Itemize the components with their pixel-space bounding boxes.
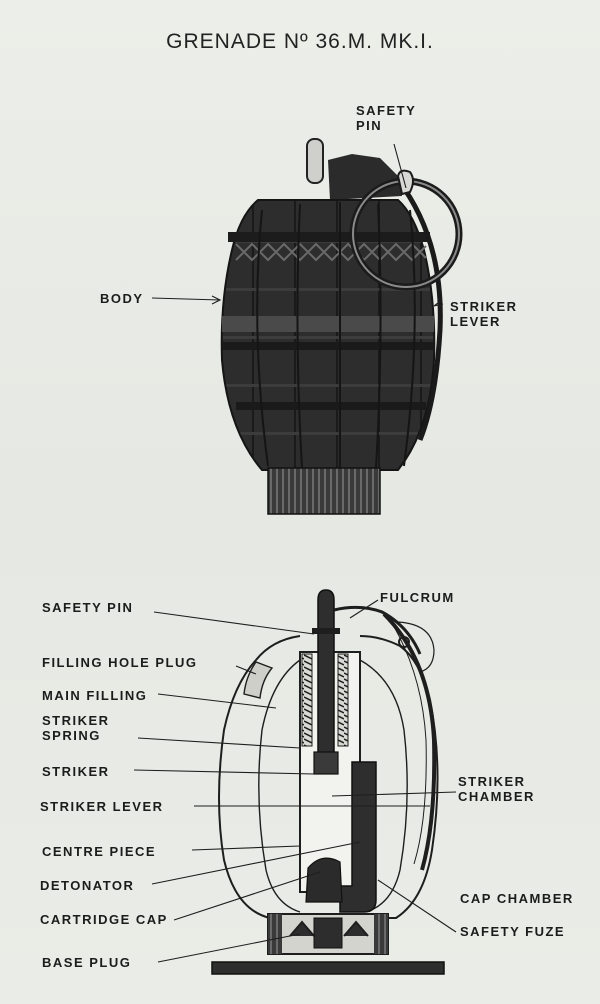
label-cartridge-cap: CARTRIDGE CAP [40,912,168,927]
label-base-plug: BASE PLUG [42,955,132,970]
external-crosshatch [235,242,427,262]
label-striker-chamber: STRIKER CHAMBER [458,774,535,804]
leader-centre-piece [191,845,301,851]
section-filling-hole-plug [243,661,274,699]
leader-base-plug [157,933,301,963]
external-striker-top [306,138,324,184]
external-band-lower [222,342,434,350]
section-lever-head [333,605,422,655]
external-striker-lever [396,178,443,441]
section-striker-lever [382,612,437,871]
external-band-mid [222,316,434,332]
label-centre-piece: CENTRE PIECE [42,844,157,859]
leader-detonator [151,841,361,885]
section-spring-left [301,653,313,747]
section-spring-right [337,653,349,747]
label-ext-safety-pin-line1: SAFETY [356,103,417,118]
external-lever-head [328,154,402,200]
leader-cartridge-cap [173,871,321,921]
section-striker [317,589,335,771]
section-inner-wall [258,659,408,913]
label-ext-body: BODY [100,291,144,306]
label-striker-spring-line1: STRIKER [42,713,110,728]
label-striker-spring: STRIKER SPRING [42,713,110,743]
label-ext-striker-lever: STRIKER LEVER [450,299,518,329]
leader-main-filling [157,693,277,709]
label-main-filling: MAIN FILLING [42,688,148,703]
leader-ext-body [151,295,222,305]
section-detonator [305,857,343,903]
leader-safety-fuze [377,879,457,933]
label-striker-lever: STRIKER LEVER [40,799,164,814]
leader-ext-striker-lever [433,299,444,307]
external-split-pin [396,169,414,196]
label-safety-pin: SAFETY PIN [42,600,134,615]
section-leaders [133,599,457,963]
label-filling-hole-plug: FILLING HOLE PLUG [42,655,198,670]
section-cap-chamber [339,761,377,913]
label-ext-striker-lever-line1: STRIKER [450,299,518,314]
label-striker-chamber-line1: STRIKER [458,774,526,789]
label-ext-striker-lever-line2: LEVER [450,314,501,329]
leader-striker [133,769,315,775]
external-seams [256,202,416,470]
external-band-bottom [236,402,426,410]
leader-fulcrum [349,599,379,619]
label-fulcrum: FULCRUM [380,590,455,605]
leader-ext-safety-pin [393,143,407,189]
leader-striker-chamber [331,791,457,797]
label-striker-chamber-line2: CHAMBER [458,789,535,804]
leader-striker-spring [137,737,301,749]
label-cap-chamber: CAP CHAMBER [460,891,574,906]
leader-safety-pin [153,611,315,635]
label-striker-spring-line2: SPRING [42,728,101,743]
section-base-flange [211,961,445,975]
label-ext-safety-pin: SAFETY PIN [356,103,416,133]
label-detonator: DETONATOR [40,878,135,893]
section-striker-tip [313,751,339,775]
external-band-upper [228,232,430,242]
external-base-plug [267,467,381,515]
section-safety-pin [312,628,340,634]
label-striker: STRIKER [42,764,110,779]
section-grenade [211,589,445,975]
leader-filling-hole-plug [235,665,257,675]
label-safety-fuze: SAFETY FUZE [460,924,566,939]
label-ext-safety-pin-line2: PIN [356,118,383,133]
external-grenade [220,138,463,515]
diagram-title: GRENADE Nº 36.M. MK.I. [166,30,434,53]
